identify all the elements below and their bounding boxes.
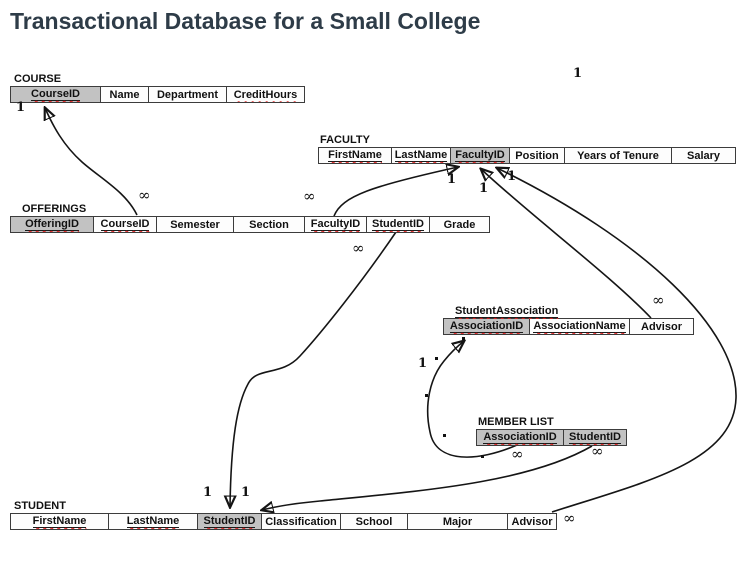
faculty-col-position: Position: [509, 148, 564, 163]
cardinality-one-student-b: 1: [241, 485, 251, 500]
cardinality-many-offerings-student: ∞: [352, 239, 365, 257]
offerings-col-courseid: CourseID: [93, 217, 156, 232]
course-col-name: Name: [100, 87, 148, 102]
cardinality-many-memberlist-assoc: ∞: [511, 445, 524, 463]
cardinality-many-offerings-course: ∞: [138, 186, 151, 204]
offerings-col-semester: Semester: [156, 217, 233, 232]
offerings-col-studentid: StudentID: [366, 217, 429, 232]
student-table-title: STUDENT: [14, 500, 66, 512]
student-header-row: FirstName LastName StudentID Classificat…: [10, 513, 557, 530]
student-col-school: School: [340, 514, 407, 529]
student-col-classification: Classification: [261, 514, 340, 529]
student-association-table: StudentAssociation AssociationID Associa…: [443, 305, 694, 335]
course-header-row: CourseID Name Department CreditHours: [10, 86, 305, 103]
student-association-header-row: AssociationID AssociationName Advisor: [443, 318, 694, 335]
course-table-title: COURSE: [14, 73, 62, 85]
offerings-header-row: OfferingID CourseID Semester Section Fac…: [10, 216, 490, 233]
course-col-credithours: CreditHours: [226, 87, 304, 102]
offerings-col-grade: Grade: [429, 217, 489, 232]
cardinality-one-student-a: 1: [203, 485, 213, 500]
faculty-table: FACULTY FirstName LastName FacultyID Pos…: [318, 134, 736, 164]
student-col-firstname: FirstName: [11, 514, 108, 529]
cardinality-many-student-advisor: ∞: [563, 509, 576, 527]
faculty-col-lastname: LastName: [391, 148, 450, 163]
offerings-col-facultyid: FacultyID: [304, 217, 366, 232]
course-table: COURSE CourseID Name Department CreditHo…: [10, 73, 305, 103]
cardinality-one-faculty-c: 1: [507, 169, 517, 184]
student-association-table-title: StudentAssociation: [455, 305, 559, 318]
cardinality-many-memberlist-student: ∞: [591, 442, 604, 460]
course-col-department: Department: [148, 87, 226, 102]
member-list-col-associationid: AssociationID: [477, 430, 563, 445]
offerings-table-title: OFFERINGS: [22, 203, 87, 215]
cardinality-one-course: 1: [16, 100, 26, 115]
relationship-line-offerings-course: [45, 108, 138, 216]
student-association-col-associationname: AssociationName: [529, 319, 629, 334]
student-col-lastname: LastName: [108, 514, 197, 529]
member-list-col-studentid: StudentID: [563, 430, 626, 445]
student-col-advisor: Advisor: [507, 514, 556, 529]
faculty-table-title: FACULTY: [320, 134, 370, 146]
member-list-table-title: MEMBER LIST: [478, 416, 554, 428]
member-list-header-row: AssociationID StudentID: [476, 429, 627, 446]
cardinality-one-faculty-b: 1: [479, 181, 489, 196]
faculty-col-years-of-tenure: Years of Tenure: [564, 148, 671, 163]
student-association-col-advisor: Advisor: [629, 319, 693, 334]
course-col-courseid: CourseID: [11, 87, 100, 102]
member-list-table: MEMBER LIST AssociationID StudentID: [476, 416, 627, 446]
relationship-line-studentadvisor-faculty: [497, 168, 737, 513]
relationship-line-association-faculty: [481, 169, 652, 319]
offerings-col-section: Section: [233, 217, 304, 232]
student-col-major: Major: [407, 514, 507, 529]
cardinality-many-association-advisor: ∞: [652, 291, 665, 309]
student-table: STUDENT FirstName LastName StudentID Cla…: [10, 500, 557, 530]
relationship-line-offerings-student: [230, 231, 397, 507]
cardinality-one-faculty-a: 1: [447, 172, 457, 187]
stray-one-label: 1: [573, 66, 583, 81]
faculty-col-salary: Salary: [671, 148, 735, 163]
page-title: Transactional Database for a Small Colle…: [10, 8, 481, 34]
offerings-col-offeringid: OfferingID: [11, 217, 93, 232]
student-association-col-associationid: AssociationID: [444, 319, 529, 334]
cardinality-many-offerings-faculty: ∞: [303, 187, 316, 205]
offerings-table: OFFERINGS OfferingID CourseID Semester S…: [10, 203, 490, 233]
cardinality-one-association: 1: [418, 356, 428, 371]
faculty-header-row: FirstName LastName FacultyID Position Ye…: [318, 147, 736, 164]
student-col-studentid: StudentID: [197, 514, 261, 529]
faculty-col-firstname: FirstName: [319, 148, 391, 163]
faculty-col-facultyid: FacultyID: [450, 148, 509, 163]
